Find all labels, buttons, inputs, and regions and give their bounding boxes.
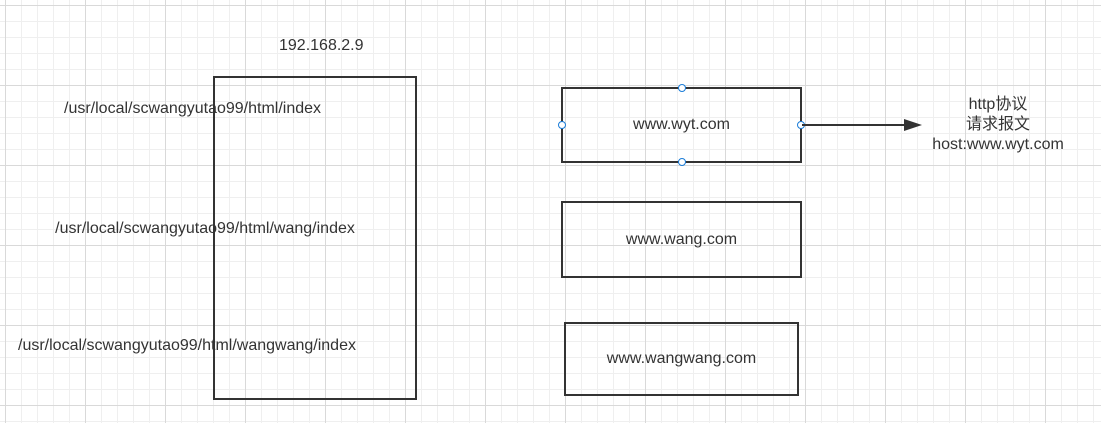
selection-handle-top[interactable] bbox=[678, 84, 686, 92]
path-label-index: /usr/local/scwangyutao99/html/index bbox=[64, 100, 322, 117]
server-ip-label: 192.168.2.9 bbox=[279, 37, 364, 54]
note-line-1: http协议 bbox=[968, 96, 1028, 113]
path-label-wangwang-index: /usr/local/scwangyutao99/html/wangwang/i… bbox=[18, 337, 356, 354]
note-line-2: 请求报文 bbox=[965, 116, 1030, 133]
request-note: http协议 请求报文 host:www.wyt.com bbox=[918, 95, 1078, 155]
note-line-3: host:www.wyt.com bbox=[932, 136, 1064, 153]
domain-label-wangwang: www.wangwang.com bbox=[606, 350, 757, 367]
domain-box-wang[interactable]: www.wang.com bbox=[561, 201, 802, 278]
server-box[interactable] bbox=[213, 76, 417, 400]
selection-handle-left[interactable] bbox=[558, 121, 566, 129]
domain-label-wyt: www.wyt.com bbox=[633, 116, 730, 133]
arrowhead-icon bbox=[904, 119, 922, 131]
path-label-wang-index: /usr/local/scwangyutao99/html/wang/index bbox=[55, 220, 355, 237]
domain-label-wang: www.wang.com bbox=[625, 230, 738, 248]
domain-box-wangwang[interactable]: www.wangwang.com bbox=[564, 322, 799, 396]
selection-handle-bottom[interactable] bbox=[678, 158, 686, 166]
